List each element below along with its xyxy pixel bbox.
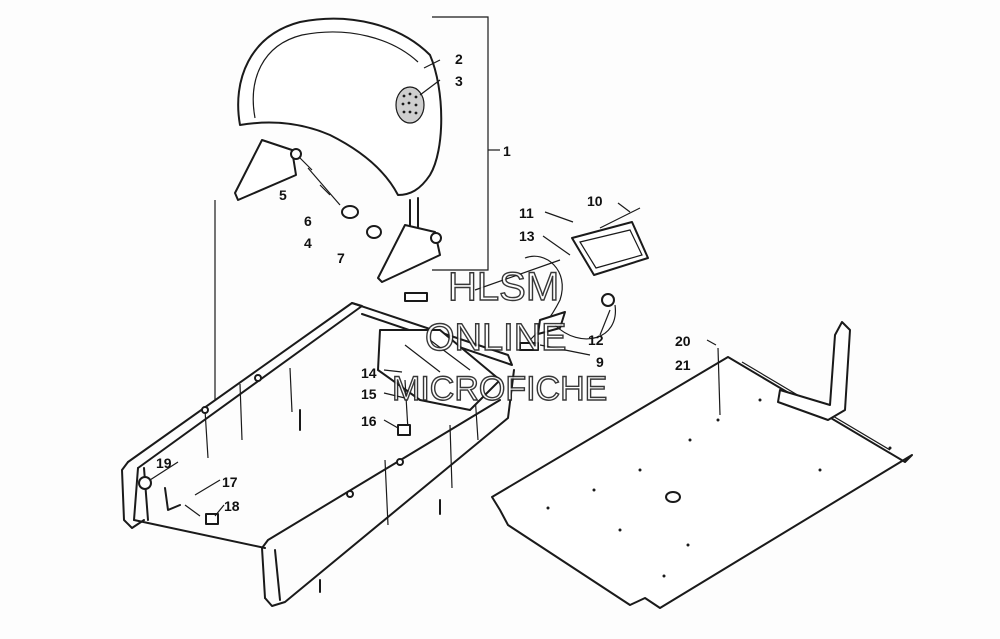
- callout-16: 16: [361, 413, 377, 429]
- callout-1: 1: [503, 143, 511, 159]
- watermark-line3: MICROFICHE: [392, 370, 607, 408]
- rack-frame: [121, 302, 515, 607]
- callout-6: 6: [304, 213, 312, 229]
- callout-leaders: [149, 16, 717, 517]
- callout-15: 15: [361, 386, 377, 402]
- rack-fasteners: [138, 379, 411, 525]
- callout-21: 21: [675, 357, 691, 373]
- callout-9: 9: [596, 354, 604, 370]
- callout-13: 13: [519, 228, 535, 244]
- callout-labels: 1 2 3 5 6 4 7 10 11 13 12 9 20 21 14 15 …: [156, 51, 691, 514]
- callout-10: 10: [587, 193, 603, 209]
- backrest-brackets: [234, 139, 442, 283]
- callout-11: 11: [519, 205, 534, 221]
- callout-12: 12: [588, 332, 604, 348]
- callout-3: 3: [455, 73, 463, 89]
- cargo-tray: [491, 321, 913, 609]
- callout-4: 4: [304, 235, 312, 251]
- callout-18: 18: [224, 498, 240, 514]
- callout-5: 5: [279, 187, 287, 203]
- taillight-assembly: [404, 207, 649, 351]
- watermark-line2: ONLINE: [425, 317, 566, 359]
- callout-19: 19: [156, 455, 172, 471]
- callout-20: 20: [675, 333, 691, 349]
- callout-17: 17: [222, 474, 238, 490]
- callout-2: 2: [455, 51, 463, 67]
- backrest-hardware: [299, 157, 382, 239]
- callout-7: 7: [337, 250, 345, 266]
- watermark-line1: HLSM: [448, 265, 559, 309]
- callout-14: 14: [361, 365, 377, 381]
- hlsm-watermark: HLSM ONLINE MICROFICHE: [391, 264, 608, 408]
- backrest-pad: [237, 17, 443, 246]
